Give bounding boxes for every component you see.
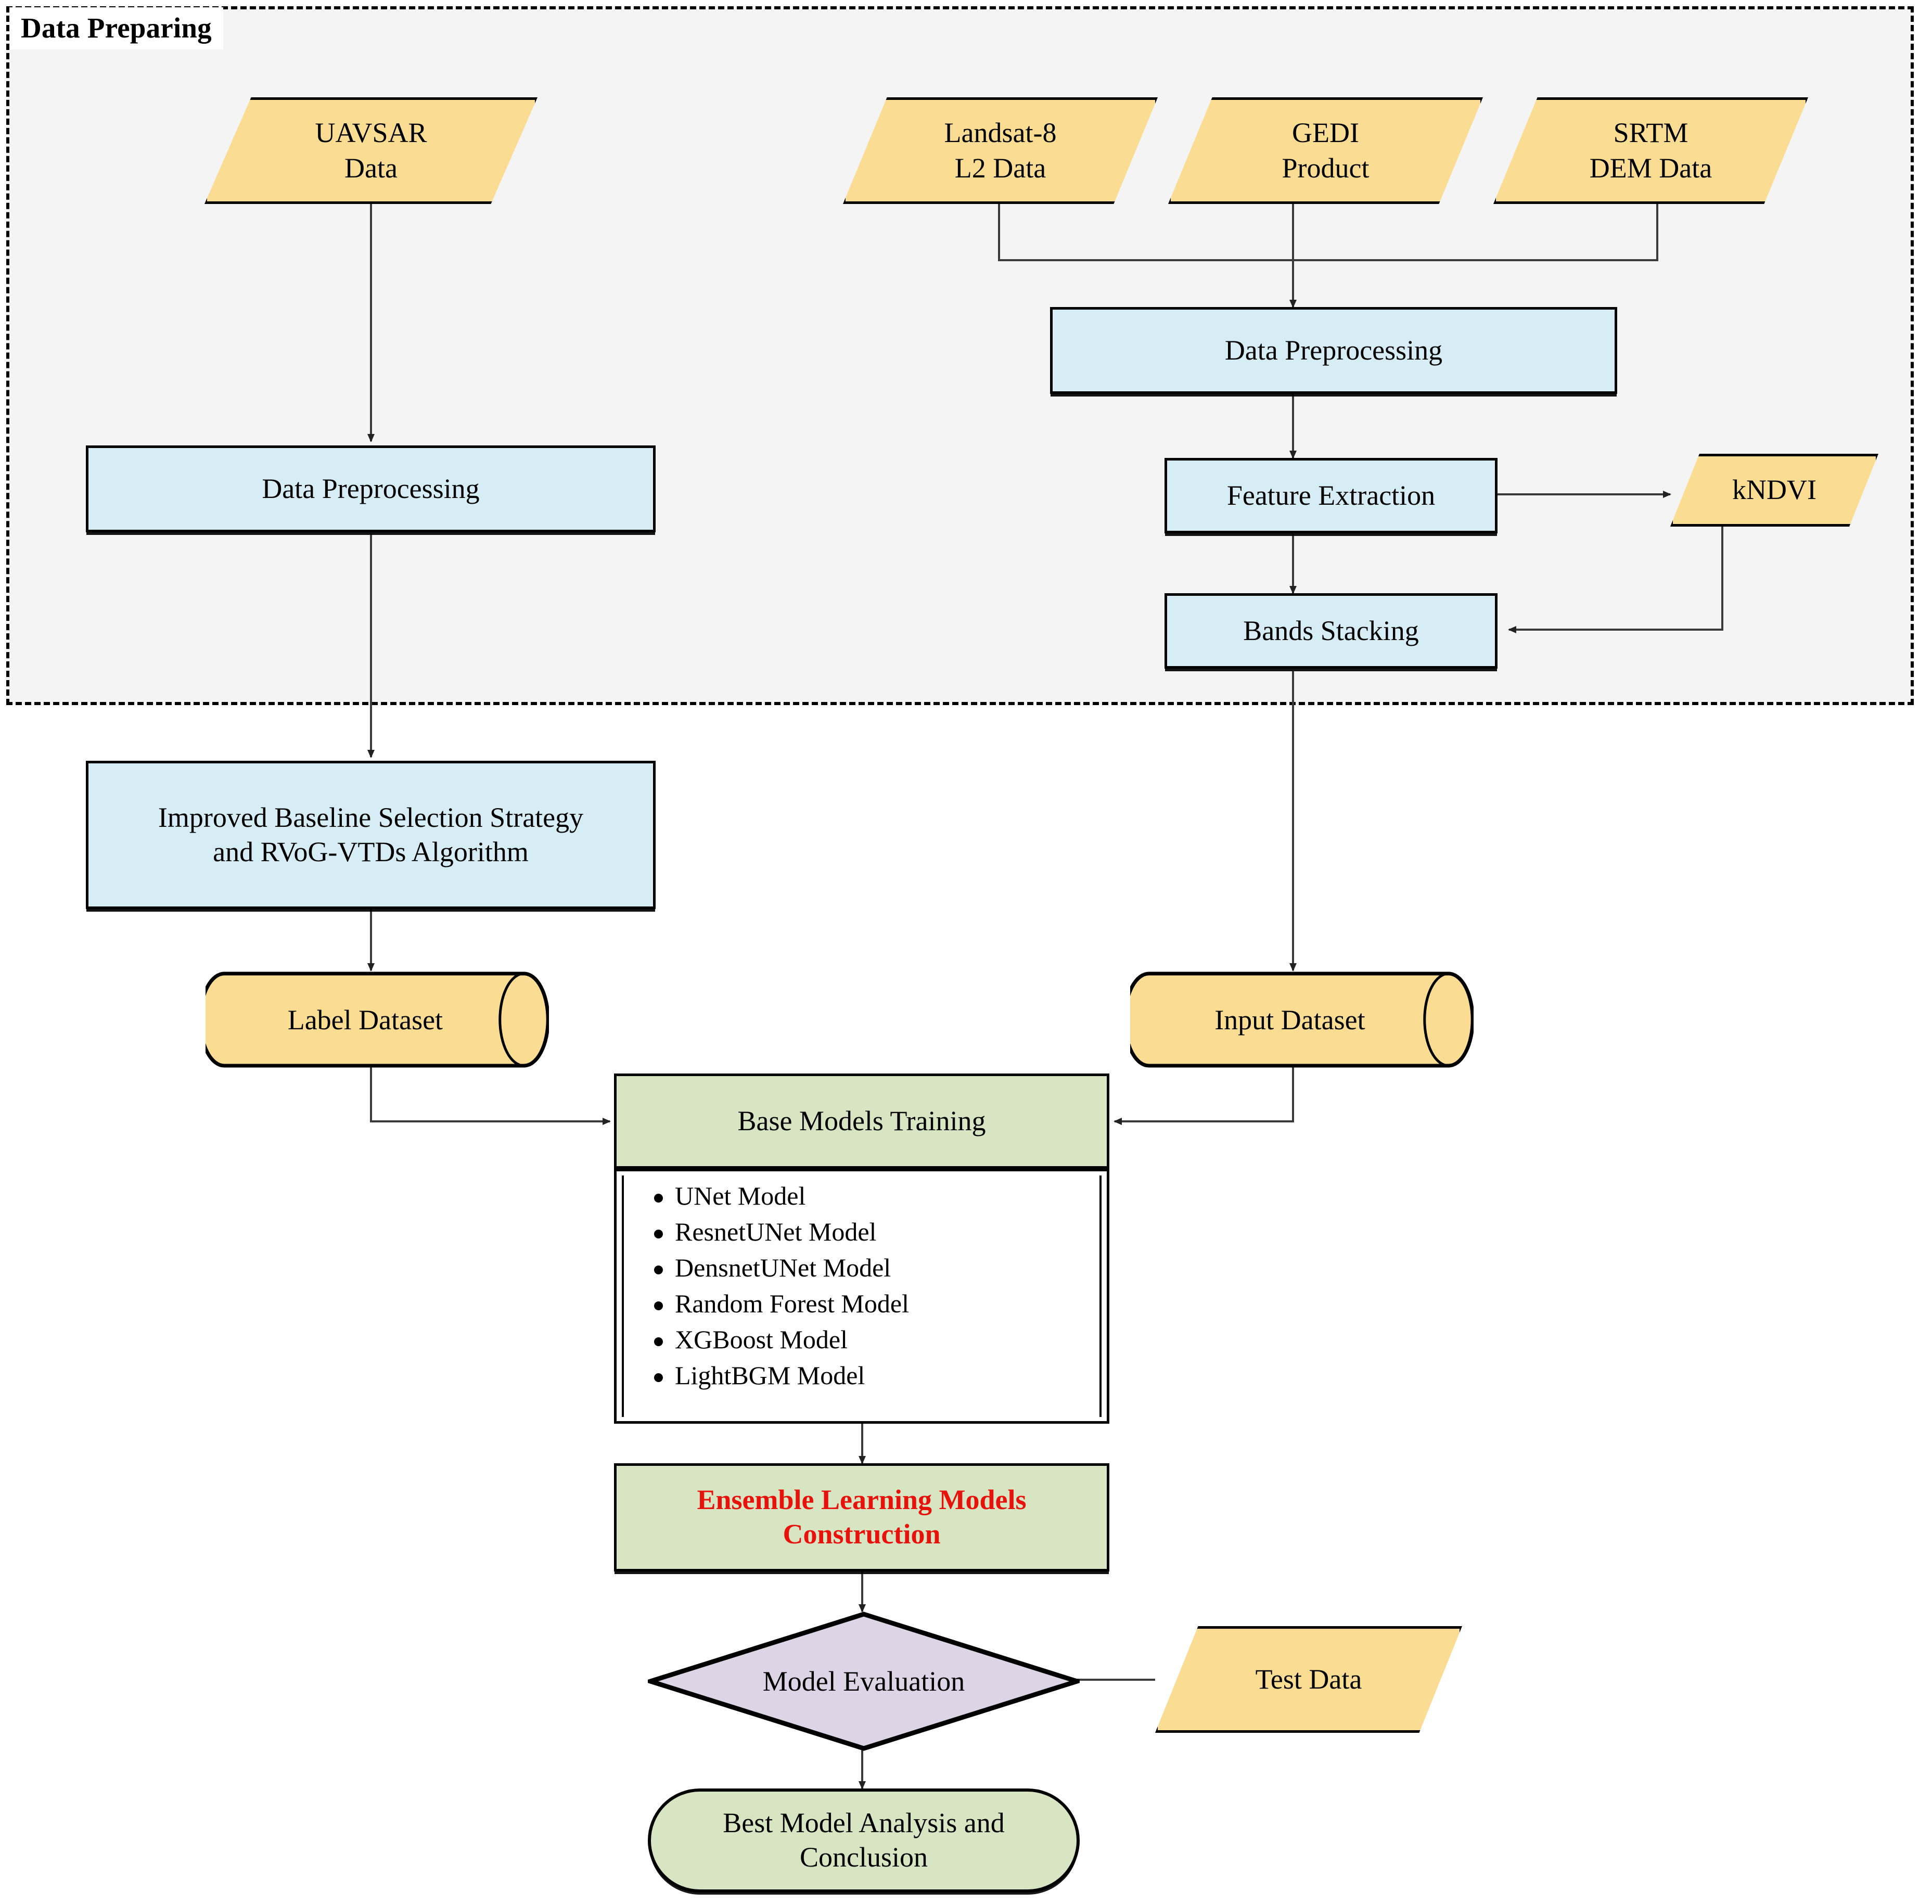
srtm-dem-data-label: SRTM DEM Data	[1589, 117, 1712, 184]
data-preprocessing-left-node[interactable]: Data Preprocessing	[86, 445, 656, 532]
test-data-label: Test Data	[1255, 1663, 1362, 1695]
baseline-strategy-node[interactable]: Improved Baseline Selection Strategy and…	[86, 761, 656, 909]
kndvi-label: kNDVI	[1732, 474, 1816, 506]
uavsar-data-node[interactable]: UAVSAR Data	[204, 97, 538, 204]
kndvi-node[interactable]: kNDVI	[1670, 454, 1878, 527]
bands-stacking-node[interactable]: Bands Stacking	[1165, 593, 1498, 669]
conclusion-node[interactable]: Best Model Analysis and Conclusion	[648, 1788, 1080, 1893]
data-preparing-group-label: Data Preparing	[9, 7, 223, 49]
cylinder-shape	[206, 972, 549, 1068]
srtm-dem-data-node[interactable]: SRTM DEM Data	[1493, 97, 1808, 204]
parallelogram-shape	[1670, 454, 1878, 527]
cylinder-shape	[1130, 972, 1474, 1068]
data-preprocessing-right-node[interactable]: Data Preprocessing	[1050, 307, 1617, 394]
test-data-node[interactable]: Test Data	[1155, 1626, 1462, 1733]
parallelogram-shape	[843, 97, 1158, 204]
input-dataset-label: Input Dataset	[1214, 1004, 1365, 1036]
data-preprocessing-right-label: Data Preprocessing	[1224, 334, 1443, 366]
feature-extraction-label: Feature Extraction	[1226, 479, 1436, 511]
landsat8-data-label: Landsat-8 L2 Data	[944, 117, 1057, 184]
base-models-training-node[interactable]: Base Models Training	[614, 1074, 1109, 1169]
parallelogram-shape	[204, 97, 538, 204]
label-dataset-label: Label Dataset	[287, 1004, 443, 1036]
list-item: LightBGM Model	[654, 1362, 1099, 1388]
uavsar-data-label: UAVSAR Data	[315, 117, 427, 184]
parallelogram-shape	[1155, 1626, 1462, 1733]
diamond-shape	[648, 1612, 1080, 1751]
conclusion-label: Best Model Analysis and Conclusion	[723, 1807, 1005, 1873]
base-models-ul: UNet Model ResnetUNet Model DensnetUNet …	[648, 1183, 1099, 1388]
landsat8-data-node[interactable]: Landsat-8 L2 Data	[843, 97, 1158, 204]
label-dataset-node[interactable]: Label Dataset	[206, 972, 549, 1068]
base-models-list: UNet Model ResnetUNet Model DensnetUNet …	[614, 1169, 1109, 1424]
bands-stacking-label: Bands Stacking	[1243, 615, 1419, 646]
baseline-strategy-label: Improved Baseline Selection Strategy and…	[158, 801, 584, 867]
gedi-product-node[interactable]: GEDI Product	[1168, 97, 1483, 204]
list-item: ResnetUNet Model	[654, 1219, 1099, 1255]
ensemble-construction-label: Ensemble Learning Models Construction	[697, 1484, 1027, 1550]
list-item: DensnetUNet Model	[654, 1255, 1099, 1290]
list-item: XGBoost Model	[654, 1326, 1099, 1362]
gedi-product-label: GEDI Product	[1282, 117, 1370, 184]
model-evaluation-node[interactable]: Model Evaluation	[648, 1612, 1080, 1751]
data-preprocessing-left-label: Data Preprocessing	[262, 472, 480, 504]
model-evaluation-label: Model Evaluation	[762, 1666, 965, 1697]
input-dataset-node[interactable]: Input Dataset	[1130, 972, 1474, 1068]
list-item: Random Forest Model	[654, 1290, 1099, 1326]
base-models-training-label: Base Models Training	[737, 1105, 986, 1136]
feature-extraction-node[interactable]: Feature Extraction	[1165, 458, 1498, 533]
list-item: UNet Model	[654, 1183, 1099, 1219]
ensemble-construction-node[interactable]: Ensemble Learning Models Construction	[614, 1463, 1109, 1571]
